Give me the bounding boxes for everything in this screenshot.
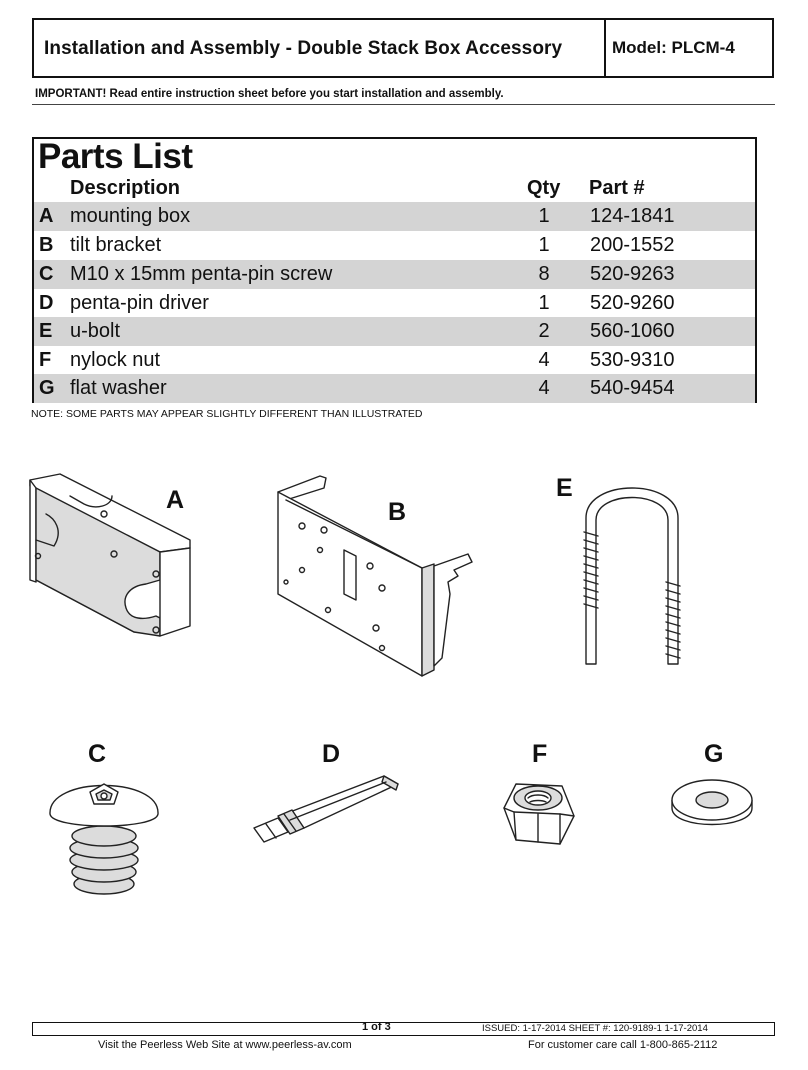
row-description: penta-pin driver [70,292,209,314]
footer-box [32,1022,775,1036]
document-title: Installation and Assembly - Double Stack… [44,38,563,59]
row-part-number: 124-1841 [590,205,675,227]
row-description: tilt bracket [70,234,162,256]
row-part-number: 200-1552 [590,234,675,256]
row-letter: G [39,377,55,399]
row-letter: B [39,234,54,256]
row-qty: 1 [538,234,550,256]
flat-washer-illustration [671,779,753,826]
row-part-number: 520-9260 [590,292,675,314]
table-row: B tilt bracket 1 200-1552 [34,231,755,260]
row-part-number: 540-9454 [590,377,675,399]
column-header-part: Part # [589,177,645,199]
row-letter: F [39,349,52,371]
table-row: C M10 x 15mm penta-pin screw 8 520-9263 [34,260,755,289]
title-divider [604,18,606,78]
row-part-number: 520-9263 [590,263,675,285]
row-letter: E [39,320,53,342]
row-qty: 1 [538,292,550,314]
customer-care-note: For customer care call 1-800-865-2112 [528,1039,718,1051]
row-description: flat washer [70,377,167,399]
page-number: 1 of 3 [362,1021,391,1033]
row-qty: 2 [538,320,550,342]
row-qty: 4 [538,377,550,399]
illustration-note: NOTE: SOME PARTS MAY APPEAR SLIGHTLY DIF… [31,408,423,420]
tilt-bracket-illustration [277,475,473,677]
title-box [32,18,774,78]
table-row: A mounting box 1 124-1841 [34,202,755,231]
row-description: nylock nut [70,349,161,371]
row-qty: 8 [538,263,550,285]
row-qty: 4 [538,349,550,371]
row-qty: 1 [538,205,550,227]
column-header-description: Description [70,177,181,199]
column-header-qty: Qty [527,177,561,199]
parts-list-title: Parts List [38,137,193,176]
figure-label-g: G [704,740,724,768]
penta-pin-driver-illustration [253,775,399,843]
figure-label-e: E [556,474,573,502]
figure-label-d: D [322,740,341,768]
figure-label-a: A [166,486,185,514]
table-row: F nylock nut 4 530-9310 [34,346,755,375]
issue-info: ISSUED: 1-17-2014 SHEET #: 120-9189-1 1-… [482,1023,708,1034]
figure-label-c: C [88,740,107,768]
figure-label-b: B [388,498,407,526]
row-letter: C [39,263,54,285]
row-description: mounting box [70,205,191,227]
table-row: E u-bolt 2 560-1060 [34,317,755,346]
row-description: u-bolt [70,320,121,342]
row-part-number: 560-1060 [590,320,675,342]
row-letter: D [39,292,54,314]
u-bolt-illustration [583,487,681,665]
row-part-number: 530-9310 [590,349,675,371]
row-letter: A [39,205,54,227]
table-row: D penta-pin driver 1 520-9260 [34,289,755,318]
important-notice: IMPORTANT! Read entire instruction sheet… [35,88,504,100]
website-note: Visit the Peerless Web Site at www.peerl… [98,1039,352,1051]
penta-pin-screw-illustration [49,783,159,895]
row-description: M10 x 15mm penta-pin screw [70,263,333,285]
nylock-nut-illustration [503,783,575,845]
header-rule [32,104,775,105]
table-row: G flat washer 4 540-9454 [34,374,755,403]
model-number: Model: PLCM-4 [612,38,735,57]
mounting-box-illustration [29,473,191,637]
figure-label-f: F [532,740,548,768]
